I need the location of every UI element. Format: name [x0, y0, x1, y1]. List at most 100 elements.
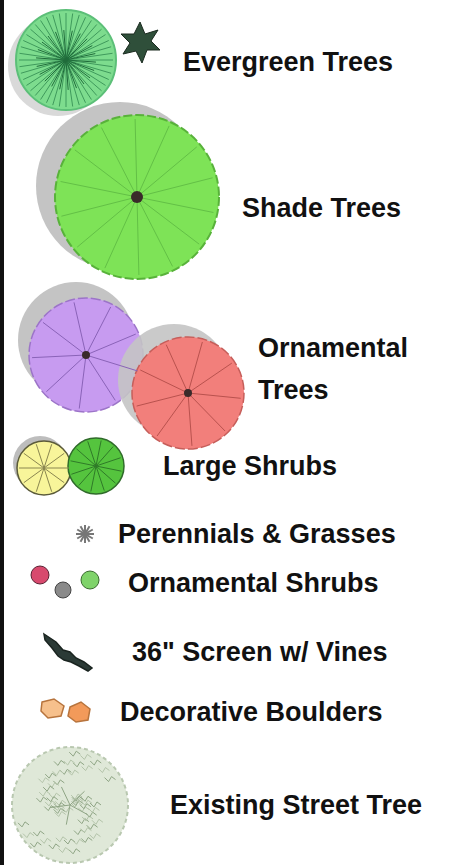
texture-line [53, 15, 66, 60]
border-line [0, 0, 4, 865]
texture-line [86, 355, 138, 371]
texture-line [36, 444, 44, 468]
texture-line [66, 24, 97, 60]
evergreen-symbol [16, 10, 116, 110]
texture-line [41, 20, 66, 60]
texture-line [30, 29, 66, 60]
texture-line [137, 197, 199, 244]
legend-label: Existing Street Tree [170, 784, 422, 826]
texture-line [32, 355, 86, 358]
texture-line [66, 60, 68, 90]
texture-line [73, 839, 84, 844]
screen-symbol [44, 634, 92, 671]
texture-line [44, 453, 64, 468]
texture-line [64, 30, 66, 60]
texture-line [188, 363, 232, 393]
texture-line [137, 197, 173, 266]
texture-line [66, 60, 79, 105]
shade-tree-symbol [55, 115, 219, 279]
boulder-symbol [68, 702, 90, 722]
texture-line [40, 838, 51, 843]
texture-line [48, 36, 66, 60]
texture-line [19, 468, 44, 469]
legend-label: Ornamental Trees [258, 327, 453, 411]
texture-line [40, 60, 66, 74]
texture-line [80, 754, 91, 759]
texture-line [59, 848, 70, 853]
texture-line [98, 768, 109, 773]
texture-line [61, 182, 137, 197]
legend-label: 36" Screen w/ Vines [132, 631, 387, 673]
texture-line [24, 453, 44, 468]
texture-line [88, 807, 99, 812]
texture-line [36, 797, 47, 802]
texture-line [66, 46, 92, 60]
texture-line [33, 831, 44, 836]
small-evergreen-symbol [121, 22, 160, 63]
texture-line [75, 150, 137, 197]
trunk-dot [82, 351, 90, 359]
texture-line [43, 786, 54, 791]
texture-line [96, 458, 121, 466]
texture-line [66, 805, 70, 825]
texture-line [36, 468, 44, 492]
texture-line [49, 844, 60, 849]
texture-line [96, 466, 104, 491]
texture-line [50, 805, 70, 808]
legend-label: Ornamental Shrubs [128, 562, 379, 604]
texture-line [26, 60, 66, 85]
texture-line [60, 60, 66, 89]
texture-line [137, 178, 213, 197]
texture-line [86, 334, 136, 355]
texture-line [23, 833, 34, 838]
texture-line [55, 811, 66, 816]
texture-line [44, 444, 52, 468]
texture-line [66, 60, 84, 84]
texture-line [69, 751, 80, 756]
texture-line [44, 806, 55, 811]
texture-line [74, 302, 86, 355]
texture-line [188, 393, 225, 431]
texture-line [45, 801, 56, 806]
texture-line [71, 461, 96, 466]
texture-line [70, 805, 88, 815]
texture-line [86, 307, 111, 355]
ornamental-shrub-symbol [81, 571, 99, 589]
texture-line [188, 342, 202, 393]
texture-line [64, 760, 75, 765]
legend-label: Large Shrubs [163, 445, 337, 487]
texture-line [137, 393, 188, 406]
texture-line [105, 777, 116, 782]
texture-line [86, 355, 115, 400]
texture-line [30, 842, 41, 847]
texture-line [91, 466, 96, 491]
texture-line [66, 60, 91, 100]
texture-line [69, 849, 80, 854]
texture-line [62, 807, 73, 812]
texture-line [54, 760, 65, 765]
ornamental-shrub-symbol [31, 566, 49, 584]
trunk-dot [184, 389, 192, 397]
texture-line [188, 393, 241, 398]
large-shrub-symbol [68, 438, 124, 494]
texture-line [61, 787, 70, 805]
ornamental-shrub-symbol [55, 582, 71, 598]
texture-line [82, 816, 93, 821]
legend-label: Evergreen Trees [183, 41, 393, 83]
texture-line [89, 834, 100, 839]
large-shrub-symbol [17, 441, 71, 495]
texture-line [18, 822, 29, 827]
legend-label: Shade Trees [242, 187, 401, 229]
texture-line [81, 796, 92, 801]
texture-line [92, 819, 103, 824]
boulder-symbol [41, 699, 64, 718]
texture-line [96, 466, 121, 471]
texture-line [188, 393, 192, 446]
ornamental-tree-symbol [132, 337, 244, 449]
texture-line [137, 197, 139, 275]
texture-line [140, 370, 188, 393]
texture-line [44, 468, 69, 469]
legend-label: Decorative Boulders [120, 691, 383, 733]
